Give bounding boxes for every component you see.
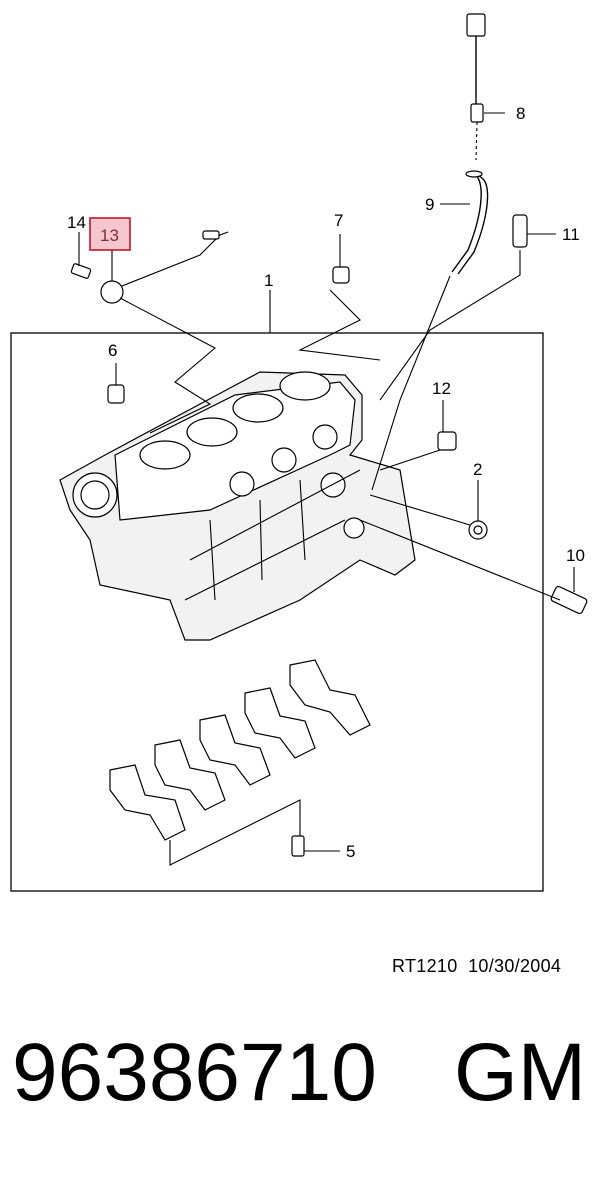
callout-13: 13 (100, 226, 119, 245)
reference-code: RT1210 (392, 956, 458, 976)
part-6-plug (107, 384, 125, 404)
engine-block-exploded-diagram: 1 2 5 6 7 8 9 10 11 12 13 14 (10, 13, 588, 892)
callout-11: 11 (562, 225, 580, 244)
part-13-knock-sensor (100, 230, 229, 304)
bearing-caps (109, 659, 371, 841)
part-5-bolt (291, 835, 305, 857)
callout-1: 1 (264, 271, 273, 290)
callout-9: 9 (425, 195, 434, 214)
callout-8: 8 (516, 104, 525, 123)
leader-lines (78, 112, 575, 866)
brand-name: GM (454, 1027, 587, 1118)
callout-12: 12 (432, 379, 451, 398)
engine-block (59, 371, 416, 641)
part-number: 96386710 (12, 1027, 377, 1118)
callout-10: 10 (566, 546, 585, 565)
part-2-washer (468, 520, 488, 540)
part-8-dipstick (466, 13, 486, 161)
callout-2: 2 (473, 460, 482, 479)
callout-6: 6 (108, 341, 117, 360)
part-14-bolt (70, 263, 92, 279)
callout-14: 14 (67, 213, 86, 232)
part-10-bolt (550, 585, 588, 615)
reference-date: 10/30/2004 (468, 956, 562, 976)
part-9-dipstick-tube (451, 170, 489, 275)
callout-5: 5 (346, 842, 355, 861)
part-12-plug (437, 431, 457, 451)
diagram-reference: RT1210 10/30/2004 (392, 956, 561, 977)
part-7-plug (332, 266, 350, 284)
callout-7: 7 (334, 211, 343, 230)
part-11-sleeve (512, 214, 528, 248)
diagram-frame (10, 332, 544, 892)
highlighted-callout-box (89, 217, 131, 251)
